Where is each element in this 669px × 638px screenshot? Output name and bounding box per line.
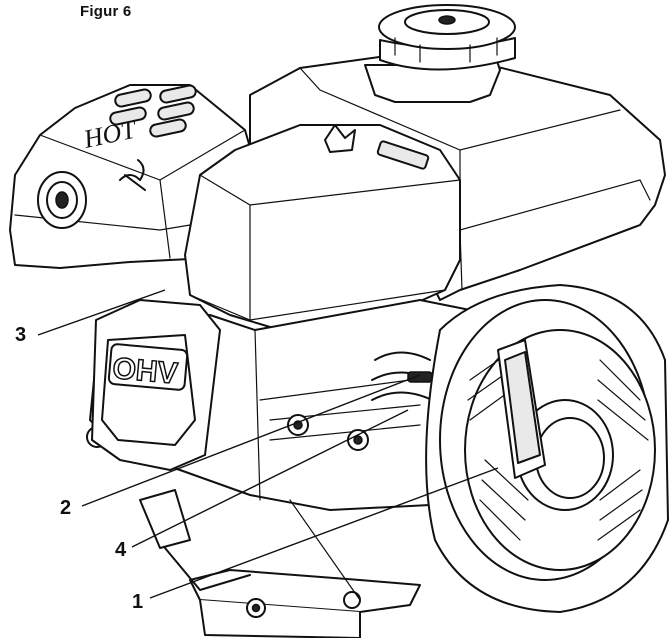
callout-1: 1 <box>132 591 144 613</box>
callout-3: 3 <box>15 324 27 346</box>
engine-base <box>139 489 421 638</box>
leader-line-4 <box>131 409 409 548</box>
ohv-label: OHV <box>111 352 179 391</box>
callout-2: 2 <box>60 497 72 519</box>
fuel-cap <box>364 4 516 103</box>
recoil-starter <box>425 284 669 613</box>
air-filter-cover <box>184 124 461 331</box>
ohv-valve-cover <box>91 299 221 471</box>
callout-leaders <box>37 289 499 599</box>
leader-line-1 <box>149 467 499 599</box>
figure-title: Figur 6 <box>80 3 132 20</box>
callout-4: 4 <box>115 539 127 561</box>
leader-line-2 <box>81 374 421 507</box>
leader-line-3 <box>37 289 166 336</box>
